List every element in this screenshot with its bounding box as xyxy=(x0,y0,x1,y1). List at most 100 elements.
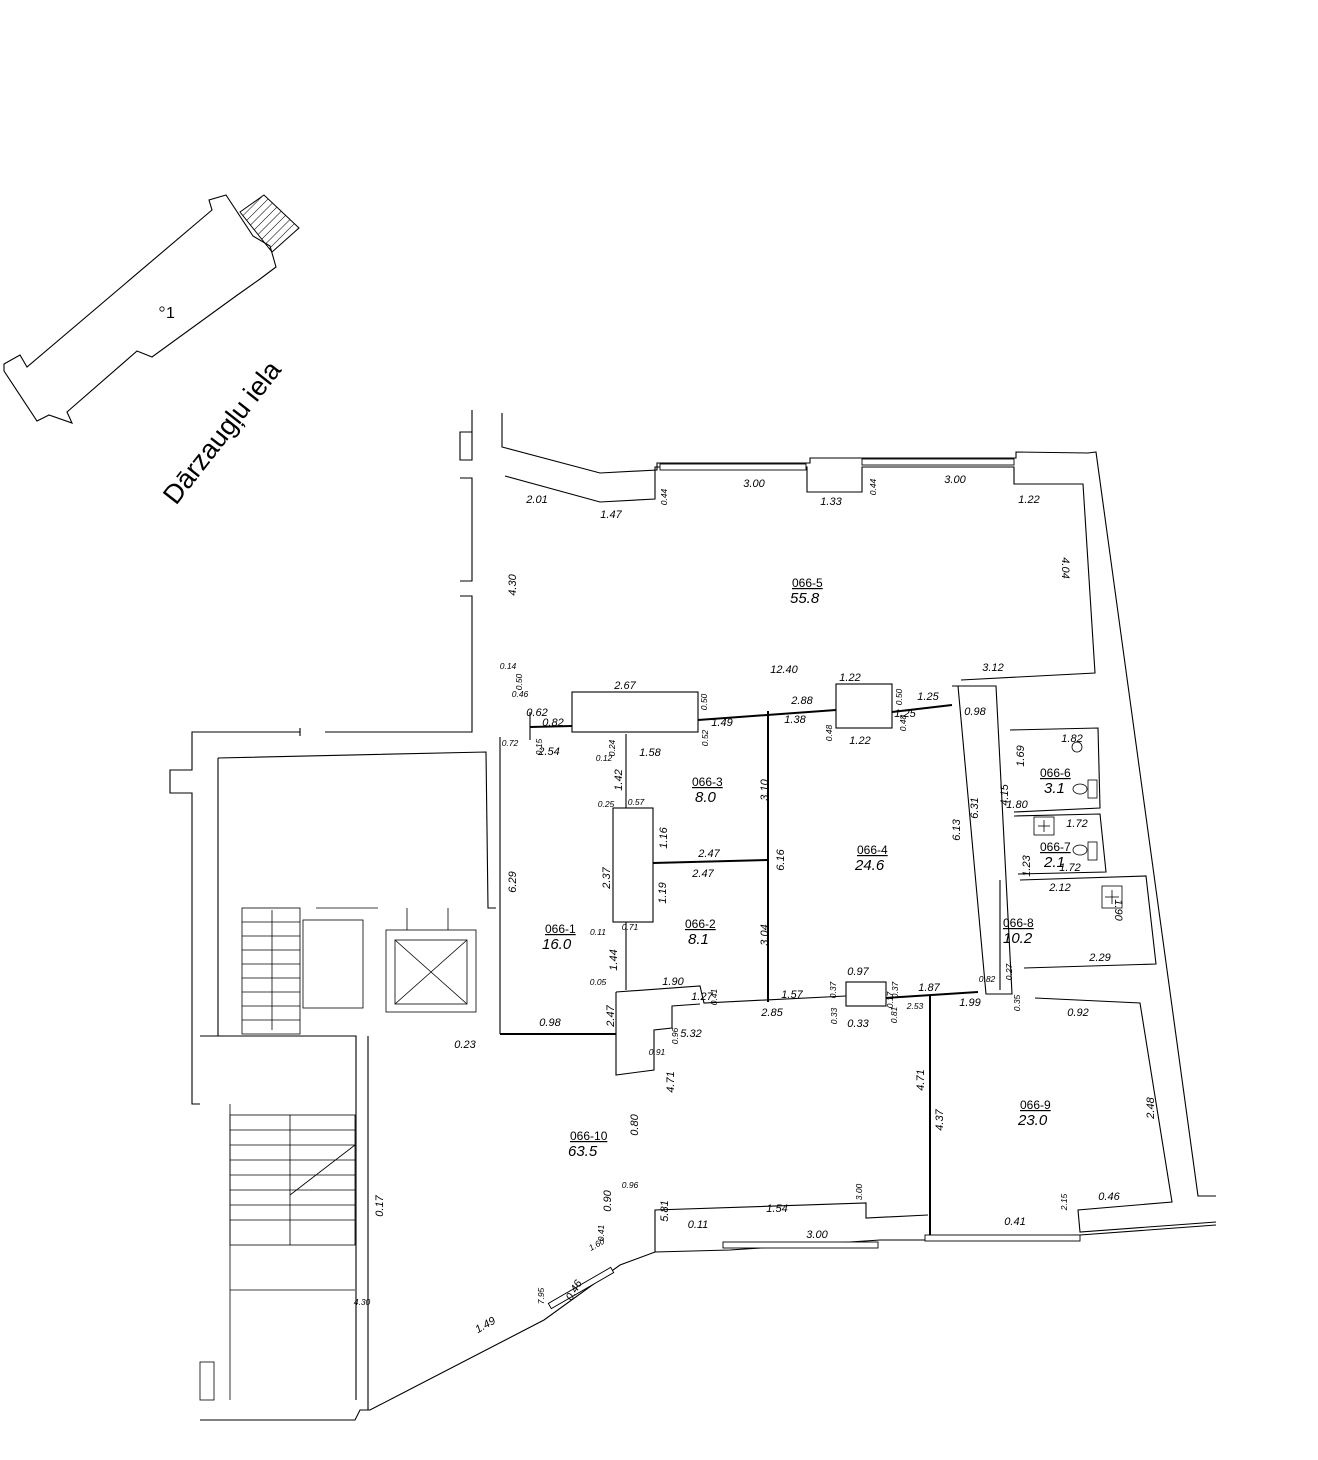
dimension-label: 1.82 xyxy=(1061,733,1082,745)
room-labels: 066-5 55.8 066-3 8.0 066-6 3.1 066-7 2.1… xyxy=(542,576,1071,1160)
dimension-label: 1.44 xyxy=(608,949,620,970)
dimension-label: 2.85 xyxy=(760,1007,783,1019)
dimension-label: 0.71 xyxy=(622,922,639,932)
room-area: 2.1 xyxy=(1043,854,1065,871)
dimension-label: 2.37 xyxy=(601,866,613,889)
dimension-label: 0.33 xyxy=(847,1018,869,1030)
room-066-7: 066-7 2.1 xyxy=(1040,840,1071,871)
dimension-label: 1.54 xyxy=(766,1203,787,1215)
room-id: 066-6 xyxy=(1040,766,1071,780)
dimension-label: 1.25 xyxy=(917,691,939,703)
dimension-label: 3.04 xyxy=(759,924,771,945)
dimension-label: 1.49 xyxy=(473,1315,498,1336)
room-066-6: 066-6 3.1 xyxy=(1040,766,1071,797)
dimension-label: 0.37 xyxy=(890,981,900,998)
room-id: 066-10 xyxy=(570,1129,608,1143)
dimension-label: 1.33 xyxy=(820,496,842,508)
room-id: 066-1 xyxy=(545,922,576,936)
room-id: 066-5 xyxy=(792,576,823,590)
dimension-label: 1.42 xyxy=(613,769,625,790)
dimension-label: 12.40 xyxy=(770,664,798,676)
dimension-label: 0.50 xyxy=(699,693,709,710)
dimension-label: 2.29 xyxy=(1088,952,1110,964)
dimension-label: 2.54 xyxy=(537,746,559,758)
dimension-label: 1.47 xyxy=(600,509,622,521)
dimension-label: 0.17 xyxy=(885,991,895,1008)
dimension-label: 0.98 xyxy=(964,706,986,718)
room-066-9: 066-9 23.0 xyxy=(1017,1098,1051,1129)
dimension-label: 0.48 xyxy=(824,724,834,741)
room-area: 10.2 xyxy=(1003,930,1033,947)
dimension-label: 2.47 xyxy=(605,1004,617,1027)
dimension-label: 0.05 xyxy=(590,977,607,987)
dimension-label: 0.11 xyxy=(688,1219,709,1231)
room-066-5: 066-5 55.8 xyxy=(790,576,823,607)
dimension-label: 6.29 xyxy=(507,871,519,892)
room-066-8: 066-8 10.2 xyxy=(1003,916,1034,947)
dimension-label: 1.90 xyxy=(662,976,684,988)
room-area: 16.0 xyxy=(542,936,572,953)
dimension-label: 2.01 xyxy=(525,494,547,506)
fixtures xyxy=(1033,741,1123,909)
room-id: 066-4 xyxy=(857,843,888,857)
dimension-label: 0.52 xyxy=(700,729,710,746)
dimension-label: 0.41 xyxy=(596,1224,606,1241)
dimension-label: 1.19 xyxy=(657,882,669,903)
dimension-label: 0.91 xyxy=(649,1047,666,1057)
room-area: 24.6 xyxy=(854,857,885,874)
dimension-label: 3.00 xyxy=(743,478,765,490)
neighbor-building-number: 1 xyxy=(166,305,175,322)
room-id: 066-7 xyxy=(1040,840,1071,854)
dimension-label: 0.57 xyxy=(628,797,645,807)
dimension-label: 0.25 xyxy=(598,799,615,809)
dimension-label: 5.32 xyxy=(680,1028,701,1040)
dimension-label: 3.00 xyxy=(806,1229,828,1241)
dimension-label: 0.90 xyxy=(602,1189,614,1211)
room-066-10: 066-10 63.5 xyxy=(568,1129,608,1160)
dimension-label: 6.13 xyxy=(951,818,963,840)
dimension-label: 0.35 xyxy=(1012,994,1022,1011)
dimension-label: 1.72 xyxy=(1059,862,1080,874)
dimension-label: 0.82 xyxy=(979,974,996,984)
dimension-label: 1.23 xyxy=(1021,854,1033,876)
dimension-label: 1.22 xyxy=(1018,494,1039,506)
neighbor-building: 1 xyxy=(3,194,300,424)
dimension-label: 1.22 xyxy=(849,735,870,747)
dimension-label: 7.95 xyxy=(536,1287,546,1304)
dimension-label: 4.71 xyxy=(915,1069,927,1090)
dimension-label: 0.23 xyxy=(454,1039,476,1051)
dimension-label: 0.48 xyxy=(898,714,908,731)
dimension-label: 0.96 xyxy=(622,1180,639,1190)
room-066-2: 066-2 8.1 xyxy=(685,917,716,948)
room-id: 066-2 xyxy=(685,917,716,931)
room-066-1: 066-1 16.0 xyxy=(542,922,576,953)
room-area: 55.8 xyxy=(790,590,820,607)
dimension-label: 1.25 xyxy=(894,708,916,720)
room-area: 63.5 xyxy=(568,1143,598,1160)
dimension-label: 1.99 xyxy=(959,997,980,1009)
room-area: 23.0 xyxy=(1017,1112,1048,1129)
dimension-label: 0.81 xyxy=(889,1006,899,1023)
dimension-label: 0.50 xyxy=(514,673,524,690)
dimension-label: 0.82 xyxy=(542,717,563,729)
dimension-label: 0.41 xyxy=(1004,1216,1025,1228)
dimension-label: 1.22 xyxy=(839,672,860,684)
dimension-label: 1.72 xyxy=(1066,818,1087,830)
dimension-label: 4.71 xyxy=(665,1071,677,1092)
dimension-label: 0.97 xyxy=(847,966,869,978)
dimension-label: 1.90 xyxy=(1112,899,1124,921)
dimension-label: 2.47 xyxy=(691,868,714,880)
dimension-label: 0.14 xyxy=(500,661,517,671)
windows xyxy=(547,458,1081,1310)
room-066-3: 066-3 8.0 xyxy=(692,775,723,806)
dimension-label: 1.87 xyxy=(918,982,940,994)
dimension-label: 0.80 xyxy=(629,1113,641,1135)
dimension-label: 2.15 xyxy=(1059,1193,1069,1211)
dimension-label: 0.50 xyxy=(894,688,904,705)
dimension-label: 1.80 xyxy=(1006,799,1028,811)
dimension-label: 2.12 xyxy=(1048,882,1070,894)
dimension-label: 0.15 xyxy=(534,738,544,755)
dimension-label: 1.38 xyxy=(784,714,806,726)
